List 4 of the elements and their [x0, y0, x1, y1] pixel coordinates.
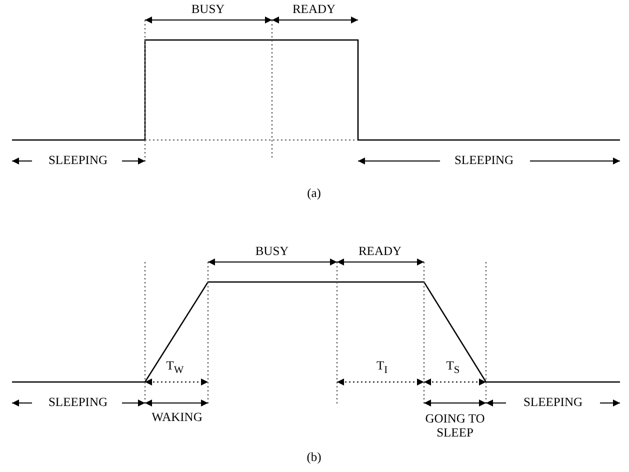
- time-label: T$_{W}$: [164, 360, 186, 376]
- panel-caption: (b): [304, 451, 324, 465]
- panel-caption: (a): [305, 187, 323, 201]
- time-label: T$_{S}$: [444, 360, 462, 376]
